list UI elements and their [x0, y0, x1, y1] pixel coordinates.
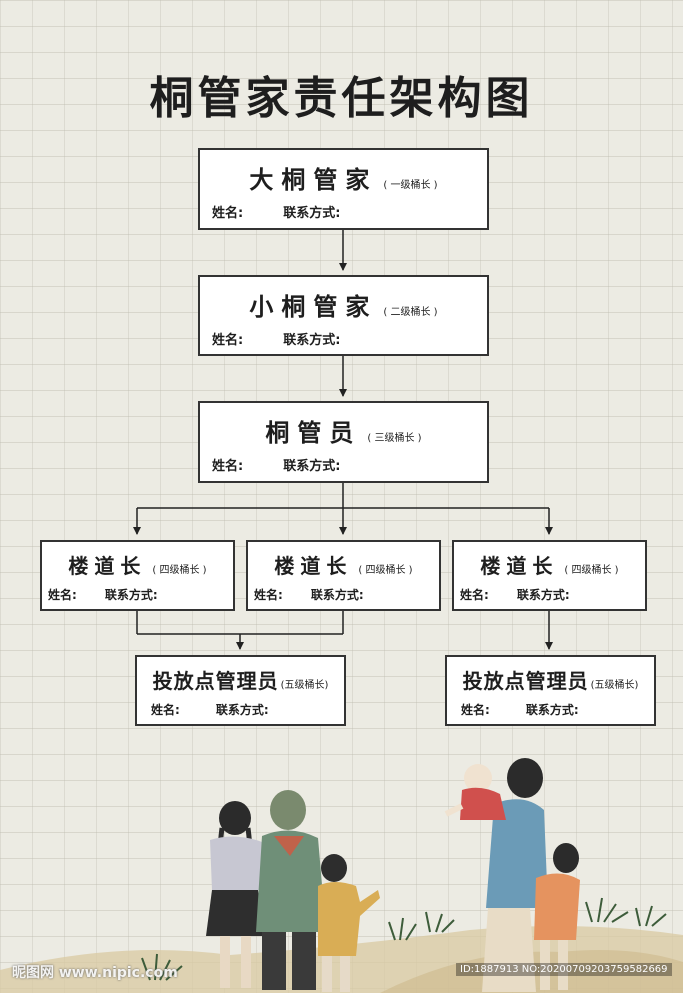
- node-level3: 桐管员 ( 三级桶长 ) 姓名: 联系方式:: [198, 401, 489, 483]
- node-level2-fields: 姓名: 联系方式:: [212, 329, 340, 348]
- node-level5-b: 投放点管理员(五级桶长) 姓名: 联系方式:: [445, 655, 656, 726]
- contact-label: 联系方式:: [104, 588, 158, 602]
- name-label: 姓名:: [212, 206, 244, 221]
- node-level3-fields: 姓名: 联系方式:: [212, 455, 340, 474]
- contact-label: 联系方式:: [310, 588, 364, 602]
- node-level2-role: 小桐管家: [249, 293, 378, 321]
- node-level4-a-fields: 姓名: 联系方式:: [48, 586, 158, 603]
- node-level4-b-role: 楼道长: [274, 554, 353, 578]
- page-title: 桐管家责任架构图: [149, 73, 534, 124]
- node-level5-b-level: (五级桶长): [590, 680, 639, 691]
- watermark-right: ID:1887913 NO:20200709203759582669: [456, 963, 672, 976]
- node-level1-level: ( 一级桶长 ): [383, 180, 438, 191]
- woman-figure: [256, 790, 326, 990]
- node-level4-b-fields: 姓名: 联系方式:: [254, 586, 364, 603]
- node-level5-a: 投放点管理员(五级桶长) 姓名: 联系方式:: [135, 655, 346, 726]
- mother-with-baby-figure: [444, 758, 548, 992]
- contact-label: 联系方式:: [215, 703, 269, 717]
- node-level1-heading: 大桐管家 ( 一级桶长 ): [200, 160, 487, 195]
- node-level4-c-heading: 楼道长 ( 四级桶长 ): [454, 550, 645, 579]
- node-level5-b-fields: 姓名: 联系方式:: [461, 701, 579, 718]
- node-level5-a-role: 投放点管理员: [152, 669, 279, 693]
- node-level4-c: 楼道长 ( 四级桶长 ) 姓名: 联系方式:: [452, 540, 647, 611]
- node-level4-b-level: ( 四级桶长 ): [358, 565, 413, 576]
- name-label: 姓名:: [254, 588, 283, 602]
- node-level5-b-heading: 投放点管理员(五级桶长): [447, 665, 654, 694]
- name-label: 姓名:: [151, 703, 180, 717]
- node-level5-a-fields: 姓名: 联系方式:: [151, 701, 269, 718]
- node-level3-level: ( 三级桶长 ): [367, 433, 422, 444]
- girl-figure: [206, 801, 264, 988]
- node-level4-a: 楼道长 ( 四级桶长 ) 姓名: 联系方式:: [40, 540, 235, 611]
- node-level1: 大桐管家 ( 一级桶长 ) 姓名: 联系方式:: [198, 148, 489, 230]
- grass-tufts: [141, 897, 667, 981]
- contact-label: 联系方式:: [283, 459, 341, 474]
- name-label: 姓名:: [461, 703, 490, 717]
- node-level4-a-level: ( 四级桶长 ): [152, 565, 207, 576]
- boy-figure: [318, 854, 380, 992]
- node-level4-c-fields: 姓名: 联系方式:: [460, 586, 570, 603]
- node-level4-b-heading: 楼道长 ( 四级桶长 ): [248, 550, 439, 579]
- node-level5-b-role: 投放点管理员: [462, 669, 589, 693]
- watermark-left: 昵图网 www.nipic.com: [12, 965, 178, 981]
- node-level4-c-role: 楼道长: [480, 554, 559, 578]
- family-illustration: [0, 758, 683, 993]
- node-level5-a-heading: 投放点管理员(五级桶长): [137, 665, 344, 694]
- node-level2: 小桐管家 ( 二级桶长 ) 姓名: 联系方式:: [198, 275, 489, 356]
- node-level4-a-role: 楼道长: [68, 554, 147, 578]
- node-level2-heading: 小桐管家 ( 二级桶长 ): [200, 287, 487, 322]
- node-level4-a-heading: 楼道长 ( 四级桶长 ): [42, 550, 233, 579]
- node-level1-fields: 姓名: 联系方式:: [212, 202, 340, 221]
- contact-label: 联系方式:: [516, 588, 570, 602]
- name-label: 姓名:: [460, 588, 489, 602]
- node-level4-b: 楼道长 ( 四级桶长 ) 姓名: 联系方式:: [246, 540, 441, 611]
- name-label: 姓名:: [48, 588, 77, 602]
- child-figure: [534, 843, 580, 990]
- name-label: 姓名:: [212, 333, 244, 348]
- contact-label: 联系方式:: [525, 703, 579, 717]
- node-level3-heading: 桐管员 ( 三级桶长 ): [200, 413, 487, 448]
- node-level5-a-level: (五级桶长): [280, 680, 329, 691]
- name-label: 姓名:: [212, 459, 244, 474]
- contact-label: 联系方式:: [283, 333, 341, 348]
- node-level1-role: 大桐管家: [249, 166, 378, 194]
- contact-label: 联系方式:: [283, 206, 341, 221]
- node-level2-level: ( 二级桶长 ): [383, 307, 438, 318]
- node-level4-c-level: ( 四级桶长 ): [564, 565, 619, 576]
- node-level3-role: 桐管员: [265, 419, 362, 447]
